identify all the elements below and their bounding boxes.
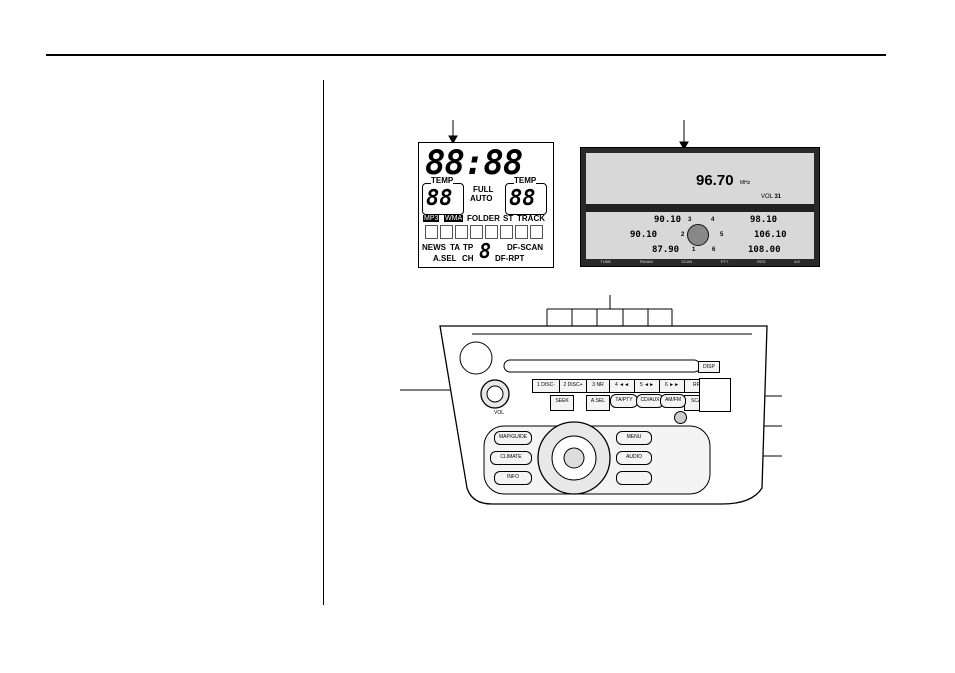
map-guide-button[interactable]: MAP/GUIDE [494,431,532,445]
ch-flag: CH [462,254,474,263]
audio-main-area: 96.70 MHz VOL 31 [586,153,814,204]
vol-label: VOL [494,410,505,416]
navigation-audio-screen: 96.70 MHz VOL 31 90.10 3 4 98.10 90.10 2… [580,147,820,267]
preset-freq-2: 90.10 [630,230,658,240]
channel-digit: 8 [479,239,492,263]
tune-strip [586,204,814,212]
frequency-readout: 96.70 [696,172,734,189]
temp-right-label: TEMP [514,176,537,185]
wma-flag: WMA [444,215,464,222]
preset-1-button[interactable]: 1 DISC- [532,379,560,393]
preset-3-button[interactable]: 3 NR [586,379,610,393]
full-label: FULL [473,185,494,194]
asel-button[interactable]: A.SEL [586,395,610,411]
st-flag: ST [503,214,514,223]
temp-left-value: 88 [426,186,453,211]
header-rule [46,54,886,56]
folder-flag: FOLDER [467,214,500,223]
preset-freq-3: 90.10 [654,215,682,225]
interface-dial-graphic [687,224,709,246]
segment-row [425,225,543,239]
panel-outline [439,325,768,505]
temp-right: TEMP 88 [505,176,547,215]
preset-freq-5: 106.10 [754,230,787,240]
preset-num-1: 1 [692,247,696,253]
volume-label: VOL 31 [761,194,782,200]
preset-num-5: 5 [720,232,724,238]
climate-button[interactable]: CLIMATE [490,451,532,465]
asel-flag: A.SEL [433,254,457,263]
info-button[interactable]: INFO [494,471,532,485]
audio-button[interactable]: AUDIO [616,451,652,465]
frequency-unit: MHz [740,180,751,186]
temp-left-label: TEMP [431,176,454,185]
temp-right-value: 88 [509,186,536,211]
preset-area: 90.10 3 4 98.10 90.10 2 5 106.10 87.90 1… [586,212,814,259]
preset-2-button[interactable]: 2 DISC+ [559,379,587,393]
tune-folder-rocker[interactable] [699,378,731,412]
disp-button[interactable]: DISP [698,361,720,373]
track-flag: TRACK [517,214,545,223]
seek-button[interactable]: SEEK [550,395,574,411]
ta-pty-button[interactable]: TA/PTY [610,394,638,408]
cd-aux-button[interactable]: CD/AUX [636,394,664,408]
audio-control-panel: 1 DISC- 2 DISC+ 3 NR 4 ◄◄ 5 ◄► 6 ►► RPT … [432,318,772,514]
dfrpt-flag: DF-RPT [495,254,525,263]
preset-freq-6: 108.00 [748,245,781,255]
column-divider [323,80,324,605]
am-fm-knob-indicator [674,411,687,424]
menu-button[interactable]: MENU [616,431,652,445]
preset-num-6: 6 [712,247,716,253]
tp-flag: TP [463,243,474,252]
preset-4-button[interactable]: 4 ◄◄ [609,379,635,393]
preset-num-3: 3 [688,217,692,223]
preset-num-4: 4 [711,217,715,223]
preset-freq-4: 98.10 [750,215,778,225]
preset-6-button[interactable]: 6 ►► [659,379,685,393]
am-fm-button[interactable]: AM/FM [660,394,686,408]
preset-5-button[interactable]: 5 ◄► [634,379,660,393]
soft-key-labels: TUNE FM/AM SCAN PTY RDS 4/4 [600,259,800,264]
cancel-button[interactable] [616,471,652,485]
news-flag: NEWS [422,243,446,252]
temp-left: TEMP 88 [422,176,464,215]
preset-freq-1: 87.90 [652,245,680,255]
ta-flag: TA [450,243,461,252]
mp3-flag: MP3 [423,215,440,222]
auto-label: AUTO [470,194,493,203]
interface-dial[interactable] [557,442,591,476]
dfscan-flag: DF-SCAN [507,243,543,252]
preset-num-2: 2 [681,232,685,238]
multi-info-lcd: 88:88 TEMP 88 FULL AUTO TEMP 88 MP3 WMA … [418,142,554,268]
volume-knob[interactable] [481,381,509,409]
